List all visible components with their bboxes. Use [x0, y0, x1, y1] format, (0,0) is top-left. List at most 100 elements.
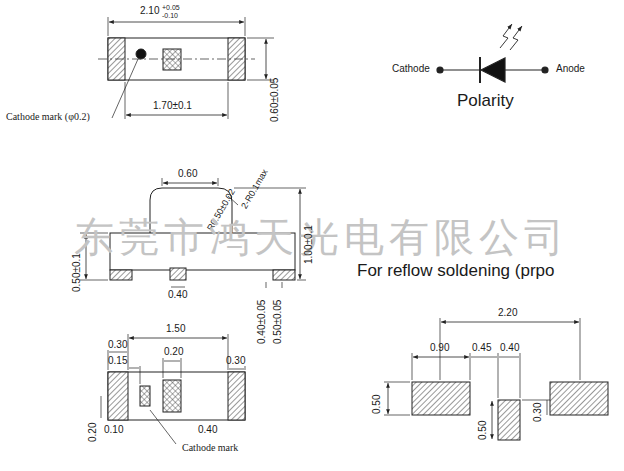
pad [228, 372, 245, 420]
drawing-stroke [129, 338, 227, 339]
dimension-label: 0.45 [472, 343, 491, 353]
drawing-stroke [234, 188, 306, 189]
drawing-stroke [162, 178, 163, 186]
terminal [110, 270, 132, 280]
drawing-stroke [218, 178, 219, 186]
dimension-label: 0.60 [178, 169, 197, 179]
dimension-label: 0.30 [108, 340, 127, 350]
dimension-label: 0.40±0.05 [257, 300, 267, 344]
leader-line [112, 59, 138, 118]
dimension-label: 1.70±0.1 [153, 101, 192, 111]
drawing-stroke [500, 24, 512, 48]
solder-pad [412, 382, 470, 415]
drawing-stroke [412, 353, 413, 380]
drawing-stroke [247, 38, 274, 39]
drawing-stroke [245, 366, 246, 370]
drawing-stroke [266, 39, 267, 79]
drawing-stroke [129, 368, 139, 369]
drawing-stroke [108, 17, 109, 36]
drawing-stroke [163, 358, 164, 378]
drawing-stroke [80, 280, 108, 281]
drawing-stroke [297, 280, 306, 281]
tolerance-label: -0.10 [162, 12, 178, 19]
drawing-stroke [101, 396, 102, 418]
drawing-stroke [470, 353, 471, 380]
drawing-stroke [413, 357, 469, 358]
drawing-stroke [384, 382, 410, 383]
callout-label: Cathode mark (φ0.2) [6, 112, 90, 122]
callout-label: Cathode mark [182, 443, 238, 453]
drawing-stroke [109, 22, 244, 23]
dimension-label: 0.15 [108, 356, 127, 366]
diode-symbol [437, 24, 548, 83]
drawing-stroke [492, 401, 493, 439]
dimension-label: 0.20 [164, 347, 183, 357]
dimension-label: 0.10 [104, 425, 123, 435]
drawing-stroke [441, 322, 579, 323]
dimension-label: 2.20 [498, 308, 517, 318]
drawing-stroke [282, 282, 283, 288]
dimension-label: 0.60±0.05 [270, 78, 280, 122]
drawing-stroke [128, 334, 129, 370]
cathode-dot [136, 49, 146, 59]
symbol-title: Polarity [457, 92, 514, 109]
package-body [108, 372, 245, 420]
drawing-stroke [547, 400, 548, 415]
dimension-label: 0.50 [372, 395, 382, 414]
cathode-mark [140, 386, 150, 406]
dimension-label: 0.50±0.05 [273, 300, 283, 344]
dimension-label: 2-R0.1max [240, 168, 270, 211]
drawing-stroke [109, 352, 127, 353]
drawing-stroke [266, 282, 267, 288]
drawing-stroke [164, 361, 180, 362]
drawing-stroke [505, 69, 545, 70]
dimension-label: 0.50 [478, 421, 488, 440]
footprint [384, 318, 608, 440]
drawing-stroke [498, 353, 499, 398]
leader-line [150, 410, 176, 444]
drawing-stroke [388, 383, 389, 414]
bottom-view [101, 334, 245, 444]
drawing-stroke [181, 358, 182, 378]
pad [108, 372, 128, 420]
drawing-stroke [522, 400, 550, 401]
drawing-stroke [499, 357, 519, 358]
terminal [170, 268, 186, 280]
dimension-label: 0.90 [430, 343, 449, 353]
drawing-stroke [384, 415, 410, 416]
dimension-label: 1.50 [166, 324, 185, 334]
drawing-stroke [437, 67, 443, 73]
solder-pad [550, 382, 608, 415]
terminal [273, 270, 295, 280]
watermark: 东莞市鸿天光电有限公司 [74, 218, 569, 258]
dimension-label: 0.30 [226, 356, 245, 366]
drawing-stroke [580, 318, 581, 380]
drawing-stroke [471, 357, 497, 358]
center-line [98, 59, 255, 60]
drawing-stroke [510, 26, 522, 50]
dimension-label: 1.00±0.1 [304, 225, 314, 264]
chip [163, 380, 181, 412]
drawing-stroke [171, 287, 185, 288]
section-note: For reflow soldening (prpo [357, 262, 554, 279]
dimension-label: 0.50±0.1 [72, 253, 82, 292]
dimension-label: 0.40 [500, 343, 519, 353]
pin-name: Anode [556, 64, 585, 74]
tolerance-label: +0.05 [162, 4, 180, 11]
dimension-label: 0.30 [533, 403, 543, 422]
drawing-stroke [229, 369, 244, 370]
chip [163, 49, 181, 70]
drawing-stroke [440, 69, 480, 70]
solder-pad [498, 400, 520, 440]
drawing-stroke [481, 58, 505, 82]
drawing-stroke [245, 17, 246, 36]
pin-name: Cathode [392, 64, 430, 74]
drawing-stroke [542, 67, 548, 73]
drawing-stroke [479, 57, 481, 83]
drawing-stroke [520, 353, 521, 398]
drawing-stroke [163, 183, 217, 184]
dimension-label: 0.40 [168, 290, 187, 300]
dimension-label: 0.20 [88, 423, 98, 442]
drawing-stroke [228, 82, 229, 119]
